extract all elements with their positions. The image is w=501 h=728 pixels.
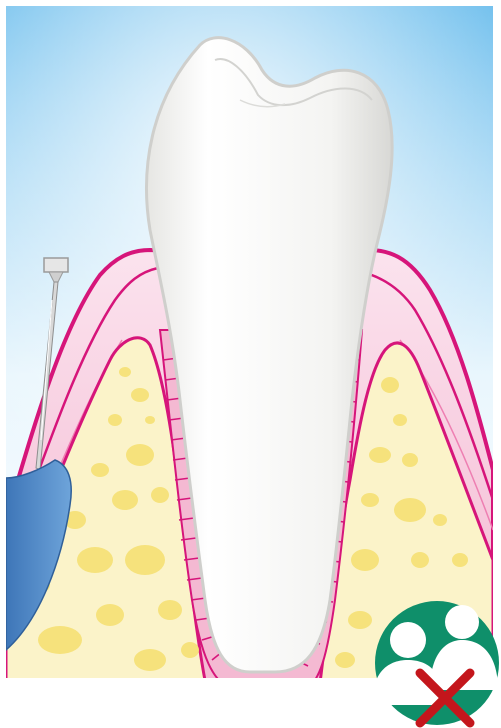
tooth-illustration [0, 0, 501, 728]
